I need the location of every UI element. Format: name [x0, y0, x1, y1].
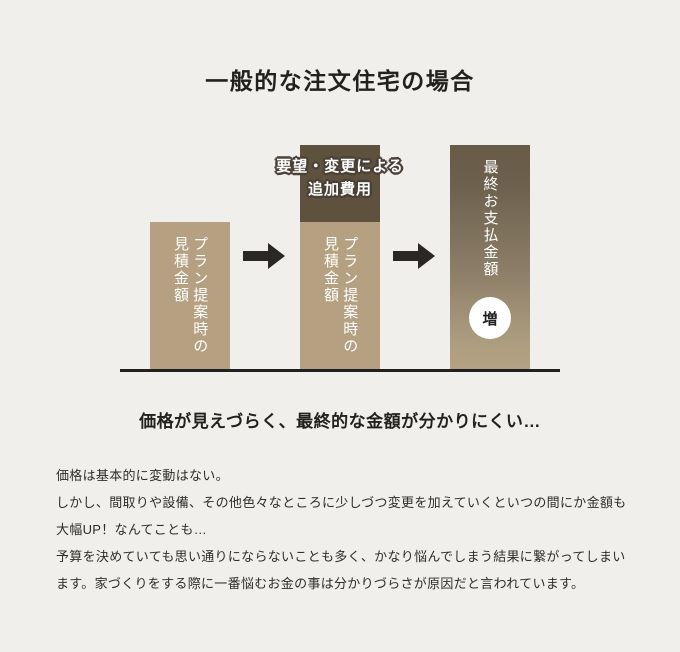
- page-title: 一般的な注文住宅の場合: [205, 68, 475, 94]
- badge-line-2: 追加費用: [307, 180, 372, 198]
- description-line-3: 大幅UP！なんてことも…: [56, 522, 208, 537]
- bar1-label-left: 見積金額: [172, 236, 189, 304]
- description-line-4: 予算を決めていても思い通りにならないことも多く、かなり悩んでしまう結果に繋がって…: [56, 549, 626, 564]
- description-line-1: 価格は基本的に変動はない。: [56, 468, 229, 483]
- badge-line-1: 要望・変更による: [276, 158, 404, 175]
- extra-cost-badge: 要望・変更による 追加費用: [255, 156, 425, 201]
- bar1-label-right: プラン提案時の: [191, 236, 209, 355]
- bar-plan-estimate: プラン提案時の 見積金額: [150, 222, 230, 369]
- bar-chart: プラン提案時の 見積金額 プラン提案時の 見積金額 要望・変更による 追加費用 …: [120, 145, 560, 372]
- bar2-vertical-label: プラン提案時の 見積金額: [300, 222, 380, 369]
- bar2-segment-base-estimate: プラン提案時の 見積金額: [300, 222, 380, 369]
- increase-badge: 増: [469, 297, 511, 339]
- bar2-label-right: プラン提案時の: [341, 236, 359, 355]
- description-line-2: しかし、間取りや設備、その他色々なところに少しづつ変更を加えていくといつの間にか…: [56, 495, 627, 510]
- bar3-label: 最終お支払金額: [481, 159, 499, 278]
- bar1-vertical-label: プラン提案時の 見積金額: [150, 222, 230, 369]
- bar-plan-estimate-plus-extra: プラン提案時の 見積金額: [300, 145, 380, 369]
- chart-caption: 価格が見えづらく、最終的な金額が分かりにくい…: [139, 412, 541, 431]
- description-line-5: ます。家づくりをする際に一番悩むお金の事は分かりづらさが原因だと言われています。: [56, 576, 585, 591]
- description-text: 価格は基本的に変動はない。 しかし、間取りや設備、その他色々なところに少しづつ変…: [56, 462, 636, 597]
- bar2-label-left: 見積金額: [322, 236, 339, 304]
- bar-final-payment: 最終お支払金額: [450, 145, 530, 369]
- bar2-segment-extra-cost: [300, 145, 380, 222]
- right-arrow-icon-2: [393, 243, 435, 269]
- chart-baseline: [120, 369, 560, 372]
- right-arrow-icon-1: [243, 243, 285, 269]
- bar3-vertical-label: 最終お支払金額: [450, 159, 530, 278]
